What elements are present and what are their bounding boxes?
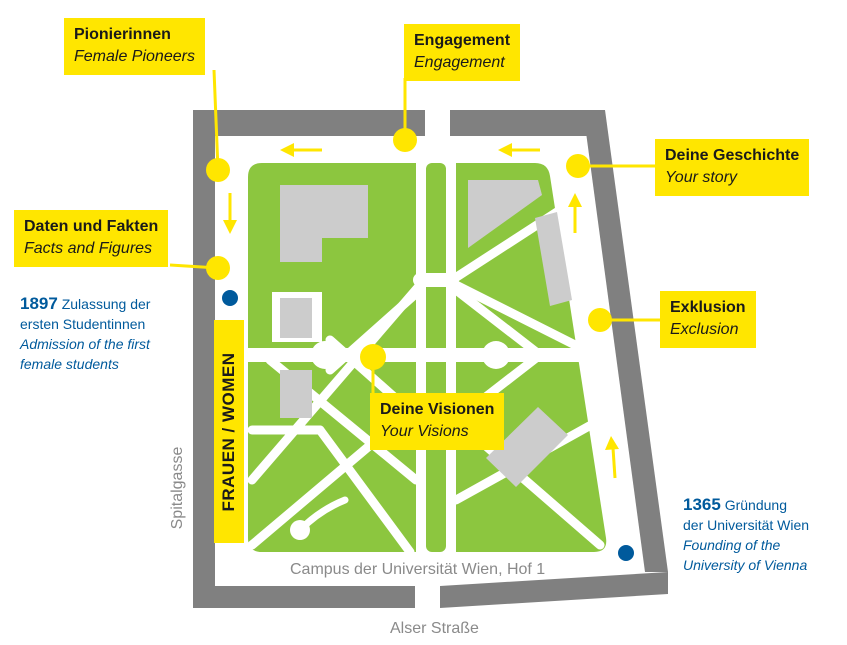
station-label-daten[interactable]: Daten und Fakten Facts and Figures	[14, 210, 169, 267]
station-title: Deine Visionen	[380, 401, 495, 418]
milestone-1897-de-2: ersten Studentinnen	[20, 316, 146, 332]
station-point-visionen[interactable]	[360, 344, 386, 370]
street-label-left: Spitalgasse	[169, 446, 186, 530]
station-subtitle: Facts and Figures	[24, 240, 153, 257]
arrow-top-right-head	[498, 143, 512, 157]
wall-top-left	[193, 110, 425, 136]
building-east-strip	[535, 212, 572, 306]
station-point-daten[interactable]	[206, 256, 230, 280]
station-point-geschichte[interactable]	[566, 154, 590, 178]
building-nw	[280, 185, 368, 262]
station-subtitle: Exclusion	[670, 321, 739, 338]
tour-label-text: FRAUEN / WOMEN	[219, 351, 238, 512]
station-points	[206, 128, 612, 370]
milestone-point-1365[interactable]	[618, 545, 634, 561]
arrow-left-head	[223, 220, 237, 234]
station-point-engagement[interactable]	[393, 128, 417, 152]
station-point-pionierinnen[interactable]	[206, 158, 230, 182]
milestone-1365-de-1: 1365 Gründung	[683, 495, 809, 515]
station-label-visionen[interactable]: Deine Visionen Your Visions	[370, 393, 505, 450]
station-subtitle: Your story	[665, 169, 738, 186]
station-point-exklusion[interactable]	[588, 308, 612, 332]
street-label-campus: Campus der Universität Wien, Hof 1	[290, 561, 546, 578]
path-diag-n2	[325, 285, 425, 375]
route-arrows	[223, 143, 619, 479]
milestone-1897-en-2: female students	[20, 356, 119, 372]
milestone-point-1897[interactable]	[222, 290, 238, 306]
wall-right	[583, 110, 668, 572]
arrow-right-lower-head	[605, 436, 619, 450]
wall-bottom-left	[193, 586, 415, 608]
tour-label: FRAUEN / WOMEN	[214, 320, 244, 543]
fountains	[290, 341, 510, 540]
station-title: Daten und Fakten	[24, 218, 159, 235]
street-label-bottom: Alser Straße	[390, 620, 479, 637]
milestone-1897: 1897 Zulassung der ersten Studentinnen A…	[20, 294, 150, 374]
arrow-right-upper-head	[568, 193, 582, 207]
milestone-1365-en-1: Founding of the	[683, 537, 781, 553]
fountain-west	[311, 341, 339, 369]
fountain-east	[482, 341, 510, 369]
wall-top-right	[450, 110, 605, 136]
fountain-sw	[290, 520, 310, 540]
station-subtitle: Engagement	[414, 54, 505, 71]
milestone-1897-en-1: Admission of the first	[20, 336, 150, 352]
path-diag-e2	[451, 285, 545, 360]
building-west-bottom	[280, 370, 312, 418]
arrow-right-lower-shaft	[611, 447, 617, 479]
milestone-1365-en-2: University of Vienna	[683, 557, 808, 573]
station-title: Exklusion	[670, 299, 746, 316]
arrow-top-left-head	[280, 143, 294, 157]
building-se	[486, 407, 568, 487]
buildings	[272, 180, 572, 487]
milestone-1365: 1365 Gründung der Universität Wien Found…	[683, 495, 809, 575]
milestone-1365-de-2: der Universität Wien	[683, 517, 810, 533]
path-diag-ne	[451, 280, 590, 355]
station-label-geschichte[interactable]: Deine Geschichte Your story	[655, 139, 810, 196]
station-title: Engagement	[414, 32, 511, 49]
milestone-text: Gründung	[724, 497, 787, 513]
building-west-top-inner	[280, 298, 312, 338]
path-diag-s1	[315, 425, 415, 557]
milestone-1897-de-1: 1897 Zulassung der	[20, 294, 150, 314]
milestone-year: 1365	[683, 495, 721, 514]
station-subtitle: Female Pioneers	[74, 48, 195, 65]
milestone-year: 1897	[20, 294, 58, 313]
wall-bottom-right	[440, 572, 668, 608]
station-label-pionierinnen[interactable]: Pionierinnen Female Pioneers	[64, 18, 205, 75]
building-ne	[468, 180, 542, 248]
station-label-engagement[interactable]: Engagement Engagement	[404, 24, 521, 81]
station-title: Pionierinnen	[74, 26, 171, 43]
wall-left	[193, 110, 215, 608]
station-subtitle: Your Visions	[380, 423, 469, 440]
perimeter-walls	[193, 110, 668, 608]
milestone-points	[222, 290, 634, 561]
station-label-exklusion[interactable]: Exklusion Exclusion	[660, 291, 756, 348]
connector-pionierinnen	[212, 69, 220, 171]
milestone-text: Zulassung der	[61, 296, 151, 312]
station-title: Deine Geschichte	[665, 147, 800, 164]
